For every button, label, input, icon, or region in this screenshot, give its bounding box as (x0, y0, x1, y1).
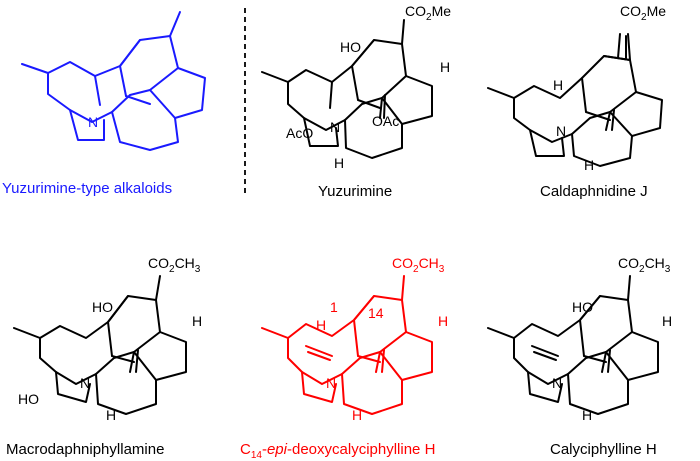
target-structure (261, 275, 433, 415)
yuz-n-atom: N (330, 119, 340, 135)
target-h-bottom: H (352, 407, 362, 423)
target-n-atom: N (326, 375, 336, 391)
calyci-caption: Calyciphylline H (550, 441, 657, 458)
macro-ho-bottom: HO (18, 391, 39, 407)
yuzurimine-structure (261, 19, 433, 159)
target-h-left: H (316, 317, 326, 333)
target-num-1: 1 (330, 299, 338, 315)
caly-h-bottom: H (582, 407, 592, 423)
cald-h-bottom: H (584, 157, 594, 173)
generic-n-atom: N (88, 114, 98, 130)
macro-h-bottom: H (106, 407, 116, 423)
caly-ho-label: HO (572, 299, 593, 315)
caly-n-atom: N (552, 375, 562, 391)
macrodaphni-structure (13, 275, 187, 415)
yuz-aco-label: AcO (286, 125, 313, 141)
yuz-co2me-label: CO2Me (405, 3, 451, 23)
macro-ho-top: HO (92, 299, 113, 315)
caldaphnidine-structure (487, 33, 663, 167)
target-co2ch3-label: CO2CH3 (392, 255, 445, 275)
generic-caption: Yuzurimine-type alkaloids (2, 180, 172, 197)
generic-skeleton-structure (21, 11, 206, 151)
cald-h-top: H (553, 77, 563, 93)
cald-n-atom: N (556, 123, 566, 139)
yuzurimine-caption: Yuzurimine (318, 183, 392, 200)
macro-co2ch3-label: CO2CH3 (148, 255, 201, 275)
target-num-14: 14 (368, 305, 384, 321)
target-h-right: H (438, 313, 448, 329)
yuz-h-top: H (440, 59, 450, 75)
macro-h-top: H (192, 313, 202, 329)
yuz-h-bottom: H (334, 155, 344, 171)
macro-n-atom: N (80, 375, 90, 391)
caly-h-right: H (662, 313, 672, 329)
calyci-structure (487, 275, 659, 415)
caldaphnidine-caption: Caldaphnidine J (540, 183, 648, 200)
target-caption: C14-epi-deoxycalyciphylline H (240, 441, 435, 461)
cald-co2me-label: CO2Me (620, 3, 666, 23)
macrodaphni-caption: Macrodaphniphyllamine (6, 441, 164, 458)
yuz-ho-label: HO (340, 39, 361, 55)
caly-co2ch3-label: CO2CH3 (618, 255, 671, 275)
yuz-oac-label: OAc (372, 113, 399, 129)
